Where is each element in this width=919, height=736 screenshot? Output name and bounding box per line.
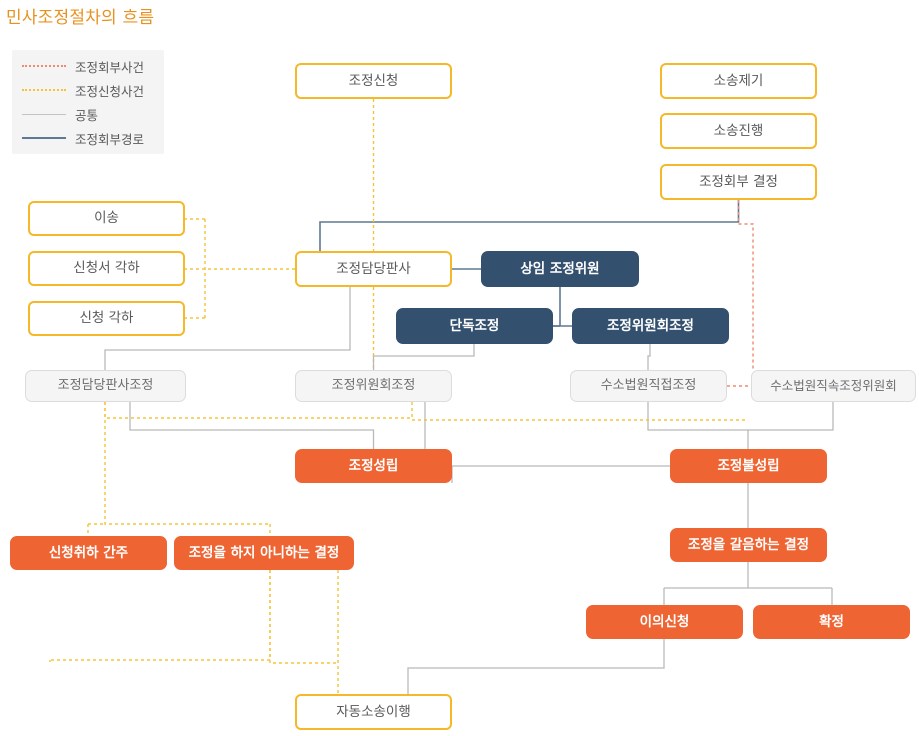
legend-swatch-yellow-dotted (22, 89, 66, 91)
node-sincheong-gakha[interactable]: 신청 각하 (28, 301, 185, 336)
node-jojeong-seonglip[interactable]: 조정성립 (295, 449, 452, 483)
node-suso-jikjeop-jojeong[interactable]: 수소법원직접조정 (570, 370, 727, 402)
node-danok-jojeong[interactable]: 단독조정 (396, 308, 553, 344)
node-uisin-sincheong[interactable]: 이의신청 (586, 605, 743, 639)
node-jojeong-galeumhaneun[interactable]: 조정을 갈음하는 결정 (670, 528, 827, 562)
legend-label-2: 공통 (75, 107, 99, 123)
legend-label-3: 조정회부경로 (75, 131, 145, 147)
node-sangim-jojeong-wiwon[interactable]: 상임 조정위원 (481, 251, 639, 287)
node-jojeong-bulseonglip[interactable]: 조정불성립 (670, 449, 827, 483)
node-jadong-sosong-ihaeng[interactable]: 자동소송이행 (295, 694, 452, 730)
node-jojeong-damdang-pansa-jojeong[interactable]: 조정담당판사조정 (25, 370, 186, 402)
node-sincheongseo-gakha[interactable]: 신청서 각하 (28, 251, 185, 286)
node-isong[interactable]: 이송 (28, 201, 185, 236)
legend-item-3: 조정회부경로 (22, 128, 144, 148)
legend: 조정회부사건 조정신청사건 공통 조정회부경로 (12, 50, 164, 154)
legend-swatch-red-dotted (22, 65, 66, 67)
node-jojeong-wiwonhoe-jojeong[interactable]: 조정위원회조정 (295, 370, 452, 402)
legend-label-0: 조정회부사건 (75, 59, 145, 75)
node-suso-jiksok-wiwonhoe[interactable]: 수소법원직속조정위원회 (751, 370, 916, 402)
node-jojeong-sincheong[interactable]: 조정신청 (295, 63, 452, 99)
node-jojeong-hoebu-gyeoljeong[interactable]: 조정회부 결정 (660, 164, 817, 200)
node-jojeong-wiwonhoe-jojeong-n[interactable]: 조정위원회조정 (572, 308, 729, 344)
legend-item-0: 조정회부사건 (22, 56, 144, 76)
node-jojeong-haji-anihaneun[interactable]: 조정을 하지 아니하는 결정 (174, 536, 354, 570)
node-jojeong-damdang-pansa[interactable]: 조정담당판사 (295, 251, 452, 287)
page-title: 민사조정절차의 흐름 (6, 8, 155, 28)
node-hwakjeong[interactable]: 확정 (753, 605, 910, 639)
legend-swatch-gray-solid (22, 113, 66, 115)
node-sosong-jinhaeng[interactable]: 소송진행 (660, 113, 817, 149)
legend-item-2: 공통 (22, 104, 98, 124)
legend-swatch-navy-solid (22, 137, 66, 139)
legend-label-1: 조정신청사건 (75, 83, 145, 99)
node-sosong-jegi[interactable]: 소송제기 (660, 63, 817, 99)
node-sincheong-chwiha-ganju[interactable]: 신청취하 간주 (10, 536, 167, 570)
legend-item-1: 조정신청사건 (22, 80, 144, 100)
